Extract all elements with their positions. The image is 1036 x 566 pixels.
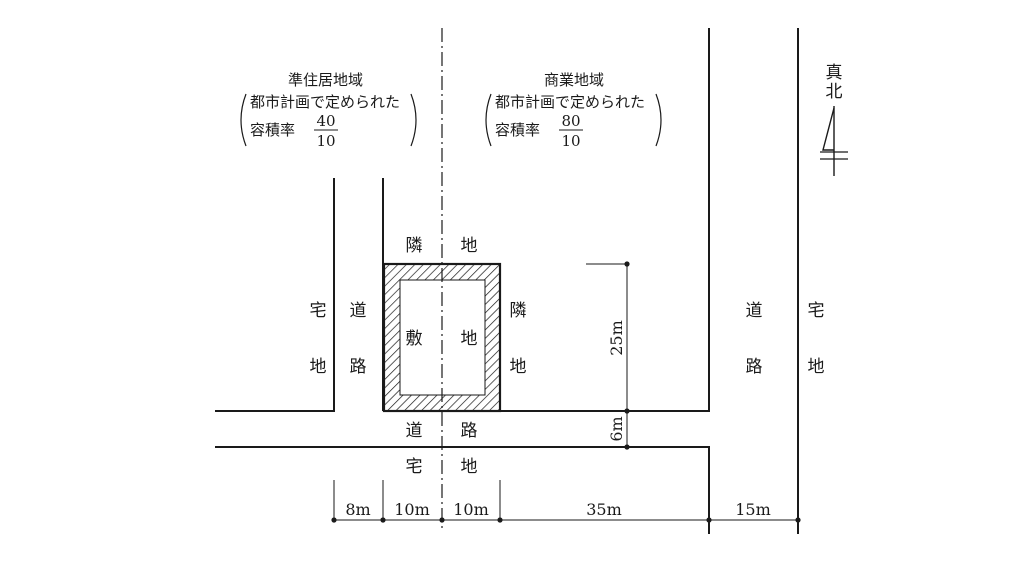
site-char-1: 敷 xyxy=(406,329,423,349)
north-label-1: 真 xyxy=(826,63,843,83)
left-lot-char-2: 地 xyxy=(310,357,327,377)
left-road-char-1: 道 xyxy=(350,301,367,321)
right-lot-char-1: 宅 xyxy=(808,301,825,321)
zone-left-ratio-numerator: 40 xyxy=(316,112,335,130)
front-lot-char-1: 宅 xyxy=(406,457,423,477)
bottom-dim-2: 10m xyxy=(394,500,430,519)
front-lot-char-2: 地 xyxy=(461,457,478,477)
vertical-dimension: 25m 6m xyxy=(586,261,630,450)
zone-left-annotation: 準住居地域 都市計画で定められた 容積率 40 10 xyxy=(240,71,417,150)
zone-right-ratio-denominator: 10 xyxy=(561,132,580,150)
zone-right-name: 商業地域 xyxy=(544,71,604,89)
right-lot-char-2: 地 xyxy=(808,357,825,377)
neighbor-right-char-1: 隣 xyxy=(510,301,527,321)
zone-left-note: 都市計画で定められた xyxy=(250,93,400,111)
left-lot-char-1: 宅 xyxy=(310,301,327,321)
front-road-char-2: 路 xyxy=(461,421,478,441)
right-road-char-2: 路 xyxy=(746,357,763,377)
bottom-dim-5: 15m xyxy=(735,500,771,519)
site-char-2: 地 xyxy=(461,329,478,349)
bottom-dim-1: 8m xyxy=(345,500,370,519)
neighbor-top-char-2: 地 xyxy=(461,236,478,256)
zone-right-ratio-numerator: 80 xyxy=(561,112,580,130)
zone-left-name: 準住居地域 xyxy=(288,71,363,89)
bottom-dimension: 8m 10m 10m 35m 15m xyxy=(331,480,801,523)
bottom-dim-4: 35m xyxy=(586,500,622,519)
zone-right-note: 都市計画で定められた xyxy=(495,93,645,111)
zone-right-annotation: 商業地域 都市計画で定められた 容積率 80 10 xyxy=(485,71,662,150)
north-label-2: 北 xyxy=(826,82,843,102)
zone-left-ratio-denominator: 10 xyxy=(316,132,335,150)
bottom-dim-3: 10m xyxy=(453,500,489,519)
zone-left-ratio-label: 容積率 xyxy=(250,121,295,139)
zone-right-ratio-label: 容積率 xyxy=(495,121,540,139)
neighbor-right-char-2: 地 xyxy=(510,357,527,377)
left-road-char-2: 路 xyxy=(350,357,367,377)
north-arrow: 真 北 xyxy=(820,63,848,176)
site-parcel xyxy=(382,262,502,413)
front-road-char-1: 道 xyxy=(406,421,423,441)
north-arrow-icon xyxy=(820,106,848,176)
depth-dimension-label: 25m xyxy=(607,320,626,356)
right-road-char-1: 道 xyxy=(746,301,763,321)
neighbor-top-char-1: 隣 xyxy=(406,236,423,256)
front-road-width-label: 6m xyxy=(607,416,626,441)
